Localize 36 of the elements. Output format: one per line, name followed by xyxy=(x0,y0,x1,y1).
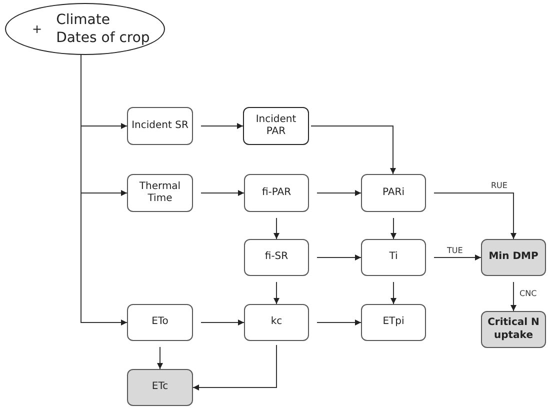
arrow xyxy=(434,254,482,260)
arrow xyxy=(434,192,516,240)
plus-sign: + xyxy=(32,22,42,36)
arrow xyxy=(316,254,362,260)
edge-label: CNC xyxy=(518,290,538,298)
input-label: Dates of crop xyxy=(56,29,150,48)
process-box: Thermal Time xyxy=(127,174,193,212)
arrow xyxy=(200,320,244,326)
arrow xyxy=(510,282,516,312)
process-box: Incident SR xyxy=(127,107,193,145)
arrow xyxy=(390,282,396,304)
process-box: Incident PAR xyxy=(243,107,309,145)
edge-label: RUE xyxy=(490,182,508,190)
arrow xyxy=(274,282,280,304)
process-box: fi-PAR xyxy=(244,174,309,212)
process-box: ETc xyxy=(127,369,193,406)
arrow xyxy=(274,218,280,240)
arrow xyxy=(200,123,244,129)
arrow xyxy=(157,346,163,370)
arrow xyxy=(316,320,362,326)
process-box: Min DMP xyxy=(481,239,546,276)
arrow xyxy=(316,190,362,196)
arrow xyxy=(80,54,128,326)
edge-label: TUE xyxy=(446,246,464,254)
process-box: Critical N uptake xyxy=(481,311,546,348)
process-box: kc xyxy=(244,304,309,341)
arrow xyxy=(390,218,396,240)
process-box: fi-SR xyxy=(244,239,309,276)
process-box: ETpi xyxy=(361,304,426,341)
process-box: Ti xyxy=(361,239,426,276)
input-label: Climate xyxy=(56,10,111,29)
arrow xyxy=(310,126,396,174)
process-box: PARi xyxy=(361,174,426,212)
arrow xyxy=(200,190,244,196)
process-box: ETo xyxy=(127,304,193,341)
arrow xyxy=(192,344,277,390)
